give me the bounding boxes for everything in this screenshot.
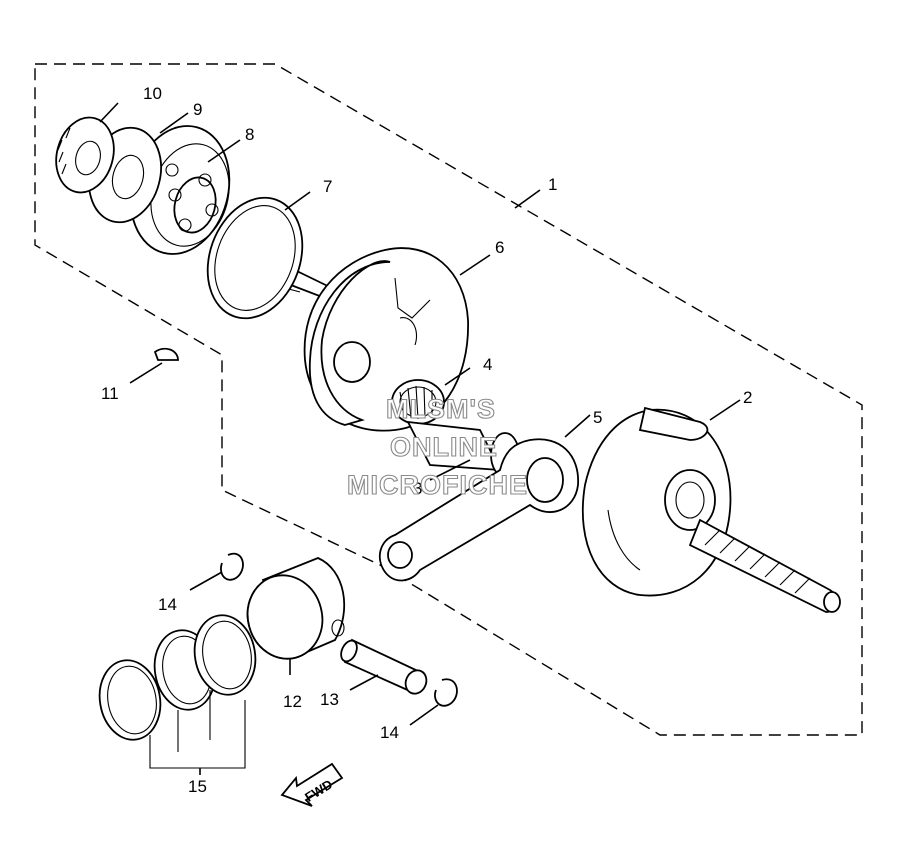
callout-13: 13 (320, 690, 339, 709)
callout-8: 8 (245, 125, 254, 144)
assembly-boundary (34, 63, 863, 736)
connecting-rod (378, 438, 579, 582)
watermark-line-2: ONLINE (390, 432, 498, 462)
watermark-line-1: MLSM'S (386, 394, 496, 424)
watermark-line-3: MICROFICHE (347, 470, 528, 500)
leader-lines (99, 102, 741, 775)
callout-2: 2 (743, 388, 752, 407)
callout-9: 9 (193, 100, 202, 119)
crank-web-right (581, 406, 841, 613)
watermark: MLSM'S ONLINE MICROFICHE (346, 393, 528, 500)
callout-6: 6 (495, 238, 504, 257)
thrust-ring (206, 196, 304, 320)
callout-12: 12 (283, 692, 302, 711)
callout-11: 11 (101, 384, 119, 403)
piston-ring-set (98, 614, 257, 769)
fwd-arrow-icon: FWD (280, 762, 344, 807)
callout-10: 10 (143, 84, 162, 103)
circlip-lower (434, 678, 458, 707)
callout-5: 5 (593, 408, 602, 427)
callout-14-upper: 14 (158, 595, 177, 614)
circlip-upper (220, 552, 244, 581)
callout-14-lower: 14 (380, 723, 399, 742)
drive-gear (55, 116, 115, 194)
ball-bearing (129, 125, 231, 255)
needle-bearing (391, 379, 445, 425)
woodruff-key (153, 347, 179, 361)
callout-3: 3 (413, 479, 422, 498)
piston (246, 557, 346, 660)
callout-15: 15 (188, 777, 207, 796)
callout-7: 7 (323, 177, 332, 196)
piston-pin (340, 638, 428, 695)
callout-1: 1 (548, 175, 557, 194)
callout-4: 4 (483, 355, 492, 374)
